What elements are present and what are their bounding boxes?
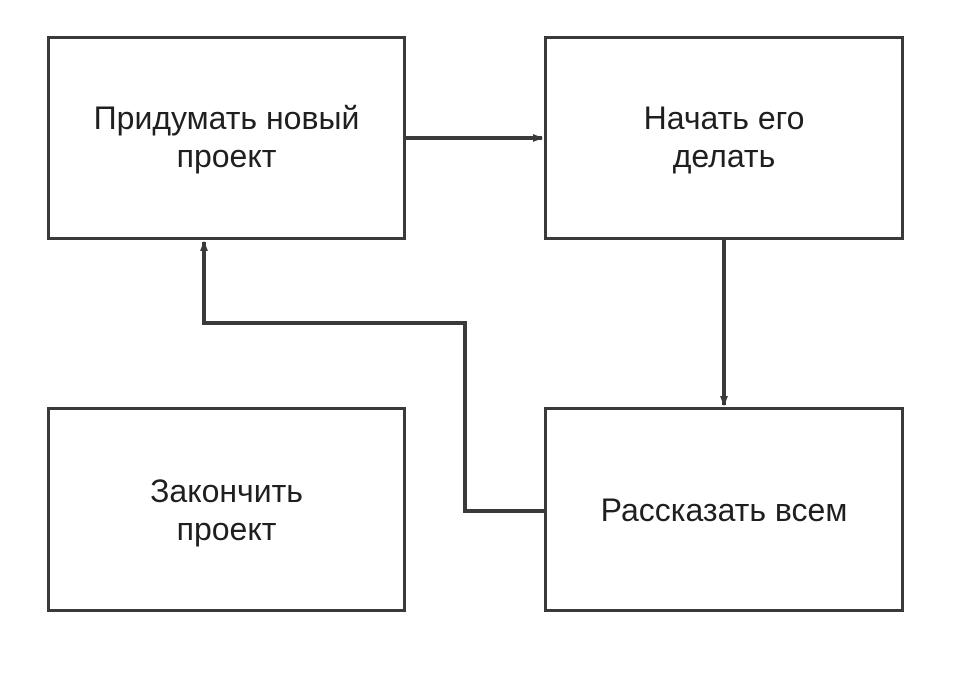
node-come-up-with-project: Придумать новый проект (47, 36, 406, 240)
node-start-doing: Начать его делать (544, 36, 904, 240)
node-label-line: Закончить (150, 472, 303, 509)
node-label-line: Придумать новый (93, 100, 360, 136)
node-finish-project: Закончить проект (47, 407, 406, 612)
node-label-line: делать (672, 138, 776, 174)
node-label-line: Начать его (643, 100, 805, 136)
node-label-line: Рассказать всем (600, 491, 848, 528)
node-label-line: проект (176, 138, 277, 174)
node-tell-everyone: Рассказать всем (544, 407, 904, 612)
arrow-tell-to-idea (200, 241, 544, 513)
node-label-line: проект (176, 510, 277, 547)
